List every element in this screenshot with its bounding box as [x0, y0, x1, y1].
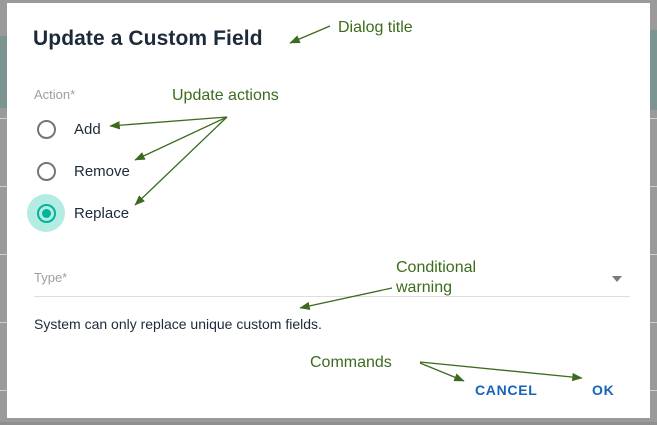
radio-option-add[interactable]: Add — [27, 110, 101, 148]
type-field-label: Type* — [34, 270, 68, 285]
background-tick — [650, 186, 657, 187]
radio-unchecked-icon — [36, 119, 56, 139]
radio-label-add: Add — [74, 120, 101, 138]
cancel-button[interactable]: CANCEL — [475, 382, 538, 398]
conditional-warning-text: System can only replace unique custom fi… — [34, 316, 322, 332]
update-custom-field-dialog: Update a Custom Field Action* Add Remove… — [7, 3, 650, 418]
radio-unchecked-icon — [36, 161, 56, 181]
radio-option-replace[interactable]: Replace — [27, 194, 129, 232]
radio-option-remove[interactable]: Remove — [27, 152, 130, 190]
chevron-down-icon[interactable] — [612, 276, 622, 282]
background-tick — [650, 390, 657, 391]
background-accent-segment — [0, 36, 7, 108]
radio-label-remove: Remove — [74, 162, 130, 180]
background-tick — [650, 254, 657, 255]
background-tick — [0, 186, 7, 187]
radio-checked-icon — [36, 203, 56, 223]
background-tick — [0, 390, 7, 391]
page-background-strip-right — [650, 0, 657, 425]
background-tick — [0, 118, 7, 119]
dialog-title: Update a Custom Field — [33, 27, 263, 50]
background-tick — [650, 322, 657, 323]
background-tick — [0, 322, 7, 323]
action-field-label: Action* — [34, 87, 76, 102]
background-accent-segment — [650, 30, 657, 110]
background-tick — [650, 118, 657, 119]
radio-button-add[interactable] — [27, 110, 65, 148]
window-bottom-edge — [0, 422, 657, 425]
background-tick — [0, 254, 7, 255]
type-select[interactable] — [34, 265, 630, 297]
page-background-strip-left — [0, 0, 7, 425]
type-select-underline — [34, 296, 630, 297]
radio-button-remove[interactable] — [27, 152, 65, 190]
radio-label-replace: Replace — [74, 204, 130, 222]
ok-button[interactable]: OK — [592, 382, 615, 398]
radio-button-replace[interactable] — [27, 194, 65, 232]
